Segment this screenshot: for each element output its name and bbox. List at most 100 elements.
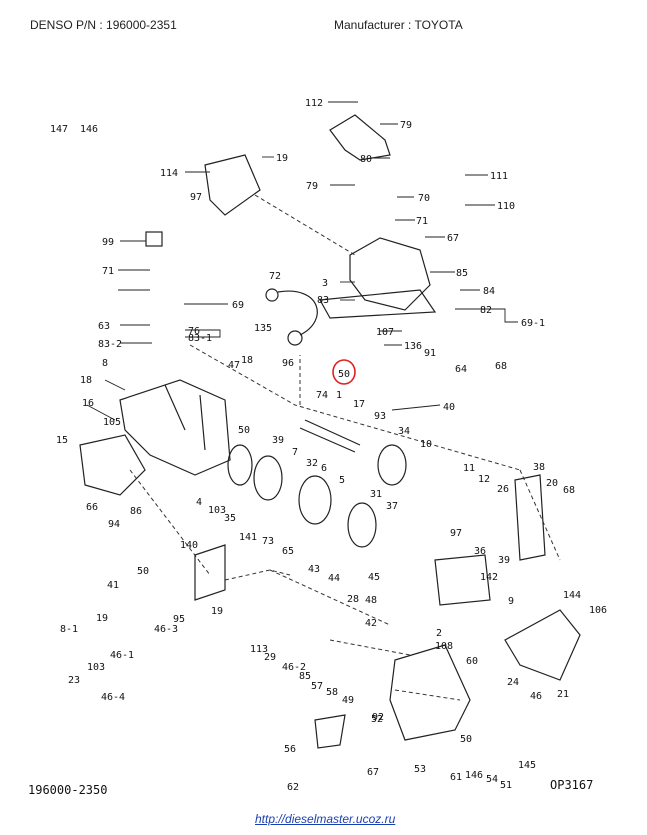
- callout-37: 37: [386, 501, 398, 512]
- callout-58: 58: [326, 687, 338, 698]
- callout-5: 5: [339, 475, 345, 486]
- callout-38: 38: [533, 462, 545, 473]
- callout-49: 49: [342, 695, 354, 706]
- callout-26: 26: [497, 484, 509, 495]
- callout-135: 135: [254, 323, 272, 334]
- callout-50: 50: [137, 566, 149, 577]
- callout-83-2: 83-2: [98, 339, 122, 350]
- callout-69: 69: [232, 300, 244, 311]
- callout-106: 106: [589, 605, 607, 616]
- callout-112: 112: [305, 98, 323, 109]
- callout-83-1: 83-1: [188, 333, 212, 344]
- callout-39: 39: [272, 435, 284, 446]
- callout-51: 51: [500, 780, 512, 791]
- callout-50: 50: [238, 425, 250, 436]
- callout-71: 71: [416, 216, 428, 227]
- callout-91: 91: [424, 348, 436, 359]
- callout-40: 40: [443, 402, 455, 413]
- callout-18: 18: [80, 375, 92, 386]
- callout-142: 142: [480, 572, 498, 583]
- part-number-header: DENSO P/N : 196000-2351: [30, 18, 177, 32]
- callout-28: 28: [347, 594, 359, 605]
- callout-79: 79: [306, 181, 318, 192]
- callout-79: 79: [400, 120, 412, 131]
- callout-41: 41: [107, 580, 119, 591]
- callout-66: 66: [86, 502, 98, 513]
- callout-136: 136: [404, 341, 422, 352]
- callout-145: 145: [518, 760, 536, 771]
- callout-99: 99: [102, 237, 114, 248]
- callout-103: 103: [87, 662, 105, 673]
- callout-97: 97: [190, 192, 202, 203]
- callout-21: 21: [557, 689, 569, 700]
- callout-29: 29: [264, 652, 276, 663]
- callout-74: 74: [316, 390, 328, 401]
- callout-17: 17: [353, 399, 365, 410]
- callout-97: 97: [450, 528, 462, 539]
- callout-73: 73: [262, 536, 274, 547]
- callout-7: 7: [292, 447, 298, 458]
- callout-52: 52: [371, 714, 383, 725]
- callout-71: 71: [102, 266, 114, 277]
- callout-96: 96: [282, 358, 294, 369]
- callout-47: 47: [228, 360, 240, 371]
- callout-39: 39: [498, 555, 510, 566]
- callout-105: 105: [103, 417, 121, 428]
- callout-63: 63: [98, 321, 110, 332]
- callout-11: 11: [463, 463, 475, 474]
- callout-8-1: 8-1: [60, 624, 78, 635]
- callout-93: 93: [374, 411, 386, 422]
- callout-32: 32: [306, 458, 318, 469]
- callout-92: 92: [372, 712, 384, 723]
- callout-64: 64: [455, 364, 467, 375]
- callout-68: 68: [495, 361, 507, 372]
- callout-80: 80: [360, 154, 372, 165]
- callout-107: 107: [376, 327, 394, 338]
- callout-103: 103: [208, 505, 226, 516]
- callout-67: 67: [367, 767, 379, 778]
- callout-35: 35: [224, 513, 236, 524]
- drawing-code: OP3167: [550, 778, 594, 792]
- callout-62: 62: [287, 782, 299, 793]
- callout-34: 34: [398, 426, 410, 437]
- callout-146: 146: [80, 124, 98, 135]
- callout-1: 1: [336, 390, 342, 401]
- callout-8: 8: [102, 358, 108, 369]
- callout-108: 108: [435, 641, 453, 652]
- callout-50: 50: [460, 734, 472, 745]
- callout-94: 94: [108, 519, 120, 530]
- callout-43: 43: [308, 564, 320, 575]
- assembly-number: 196000-2350: [28, 783, 108, 797]
- callout-76: 76: [188, 326, 200, 337]
- callout-19: 19: [211, 606, 223, 617]
- callout-141: 141: [239, 532, 257, 543]
- callout-20: 20: [546, 478, 558, 489]
- callout-57: 57: [311, 681, 323, 692]
- callout-95: 95: [173, 614, 185, 625]
- callout-114: 114: [160, 168, 178, 179]
- callout-24: 24: [507, 677, 519, 688]
- callout-18: 18: [241, 355, 253, 366]
- callout-4: 4: [196, 497, 202, 508]
- callout-31: 31: [370, 489, 382, 500]
- callout-45: 45: [368, 572, 380, 583]
- callout-19: 19: [276, 153, 288, 164]
- callout-144: 144: [563, 590, 581, 601]
- callout-67: 67: [447, 233, 459, 244]
- callout-15: 15: [56, 435, 68, 446]
- callout-82: 82: [480, 305, 492, 316]
- callout-48: 48: [365, 595, 377, 606]
- callout-70: 70: [418, 193, 430, 204]
- callout-46-4: 46-4: [101, 692, 125, 703]
- callout-12: 12: [478, 474, 490, 485]
- callout-10: 10: [420, 439, 432, 450]
- callout-46-2: 46-2: [282, 662, 306, 673]
- callout-72: 72: [269, 271, 281, 282]
- site-link[interactable]: http://dieselmaster.ucoz.ru: [255, 812, 396, 826]
- callout-86: 86: [130, 506, 142, 517]
- callout-46: 46: [530, 691, 542, 702]
- callout-53: 53: [414, 764, 426, 775]
- callout-56: 56: [284, 744, 296, 755]
- callout-113: 113: [250, 644, 268, 655]
